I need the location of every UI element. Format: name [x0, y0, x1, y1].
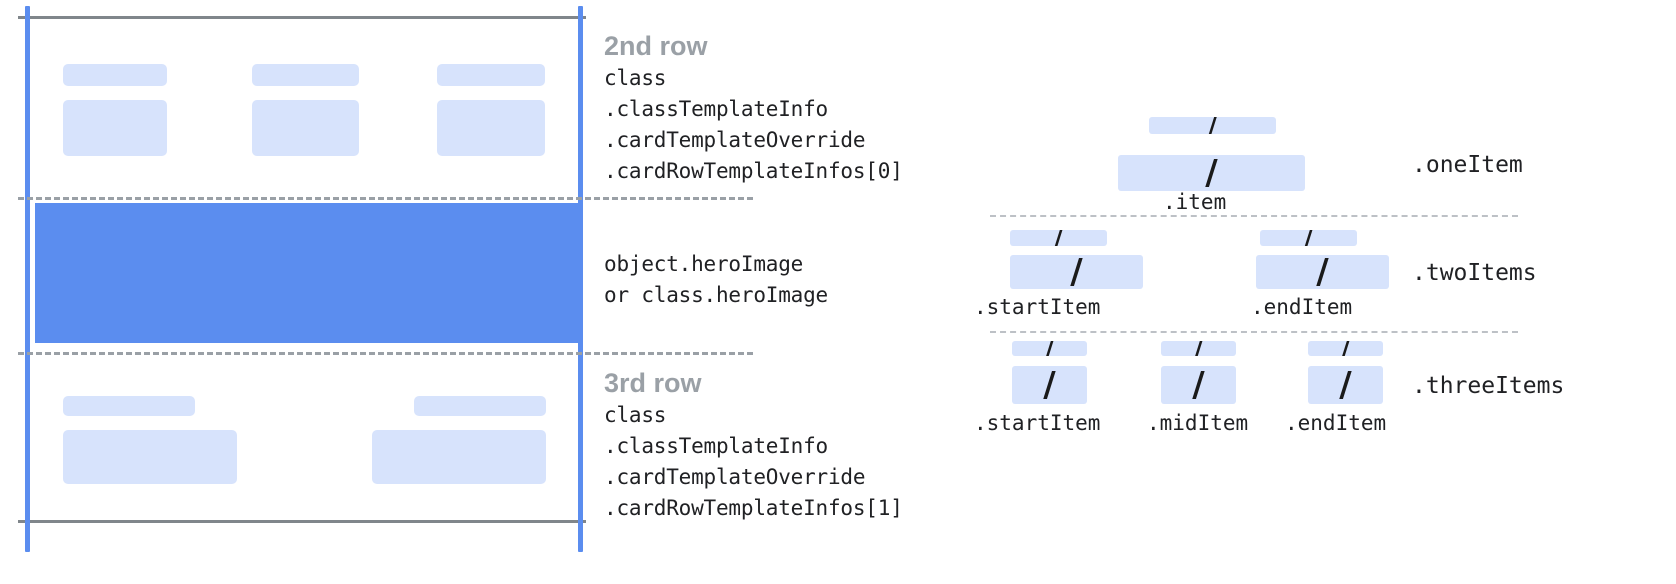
row2-code-line-3: .cardTemplateOverride: [604, 128, 866, 152]
row3-annotation: 3rd row class .classTemplateInfo .cardTe…: [604, 368, 903, 520]
oneitem-item-caption: .item: [1163, 190, 1227, 214]
row3-code-line-2: .classTemplateInfo: [604, 434, 828, 458]
row2-col3-image-placeholder: [437, 100, 545, 156]
threeitems-startitem-main-bar: /: [1012, 366, 1087, 404]
row3-col1-label-placeholder: [63, 396, 195, 416]
card-bottom-rule: [18, 520, 586, 523]
row2-code-line-1: class: [604, 66, 667, 90]
threeitems-group-label: .threeItems: [1412, 373, 1565, 399]
card-row-separator-2: [18, 352, 753, 355]
row3-col2-label-placeholder: [414, 396, 546, 416]
card-row-separator-1: [18, 197, 753, 200]
oneitem-item-main-bar: /: [1118, 155, 1305, 191]
slash-glyph: /: [1316, 255, 1329, 289]
row3-title: 3rd row: [604, 368, 702, 398]
twoitems-startitem-caption: .startItem: [974, 295, 1101, 319]
row3-code-line-3: .cardTemplateOverride: [604, 465, 866, 489]
hero-code-line-2: or class.heroImage: [604, 283, 828, 307]
twoitems-group-label: .twoItems: [1412, 260, 1537, 286]
row2-col3-label-placeholder: [437, 64, 545, 86]
row3-col2-image-placeholder: [372, 430, 546, 484]
twoitems-enditem-top-bar: /: [1260, 230, 1357, 246]
card-left-guide: [25, 6, 30, 552]
threeitems-miditem-top-bar: /: [1161, 341, 1236, 356]
oneitem-item-top-bar: /: [1149, 117, 1276, 134]
card-row-template-diagram: [0, 0, 753, 584]
slash-glyph: /: [1045, 341, 1054, 356]
threeitems-enditem-main-bar: /: [1308, 366, 1383, 404]
slash-glyph: /: [1043, 366, 1056, 404]
row2-title: 2nd row: [604, 31, 708, 61]
threeitems-miditem-caption: .midItem: [1147, 411, 1249, 435]
slash-glyph: /: [1205, 155, 1218, 191]
hero-annotation: object.heroImage or class.heroImage: [604, 252, 828, 307]
row3-col1-image-placeholder: [63, 430, 237, 484]
threeitems-enditem-caption: .endItem: [1285, 411, 1387, 435]
row3-code-line-1: class: [604, 403, 667, 427]
threeitems-startitem-top-bar: /: [1012, 341, 1087, 356]
item-group-separator-1: [990, 215, 1518, 217]
twoitems-startitem-top-bar: /: [1010, 230, 1107, 246]
slash-glyph: /: [1054, 230, 1063, 246]
slash-glyph: /: [1208, 117, 1217, 134]
row-item-layout-diagram: / / .item .oneItem / / .startItem / / .e…: [960, 0, 1676, 584]
threeitems-enditem-top-bar: /: [1308, 341, 1383, 356]
row2-code-line-4: .cardRowTemplateInfos[0]: [604, 159, 903, 183]
twoitems-enditem-caption: .endItem: [1251, 295, 1353, 319]
threeitems-miditem-main-bar: /: [1161, 366, 1236, 404]
twoitems-enditem-main-bar: /: [1256, 255, 1389, 289]
hero-code-line-1: object.heroImage: [604, 252, 804, 276]
row3-code-line-4: .cardRowTemplateInfos[1]: [604, 496, 903, 520]
slash-glyph: /: [1192, 366, 1205, 404]
slash-glyph: /: [1339, 366, 1352, 404]
slash-glyph: /: [1304, 230, 1313, 246]
item-group-separator-2: [990, 331, 1518, 333]
row2-annotation: 2nd row class .classTemplateInfo .cardTe…: [604, 31, 903, 183]
oneitem-group-label: .oneItem: [1412, 152, 1523, 178]
row2-code-line-2: .classTemplateInfo: [604, 97, 828, 121]
slash-glyph: /: [1070, 255, 1083, 289]
row2-col1-label-placeholder: [63, 64, 167, 86]
twoitems-startitem-main-bar: /: [1010, 255, 1143, 289]
slash-glyph: /: [1194, 341, 1203, 356]
threeitems-startitem-caption: .startItem: [974, 411, 1101, 435]
row2-col2-label-placeholder: [252, 64, 359, 86]
slash-glyph: /: [1341, 341, 1350, 356]
hero-image-band: [35, 203, 581, 343]
row2-col1-image-placeholder: [63, 100, 167, 156]
card-top-rule: [18, 16, 586, 19]
row2-col2-image-placeholder: [252, 100, 359, 156]
